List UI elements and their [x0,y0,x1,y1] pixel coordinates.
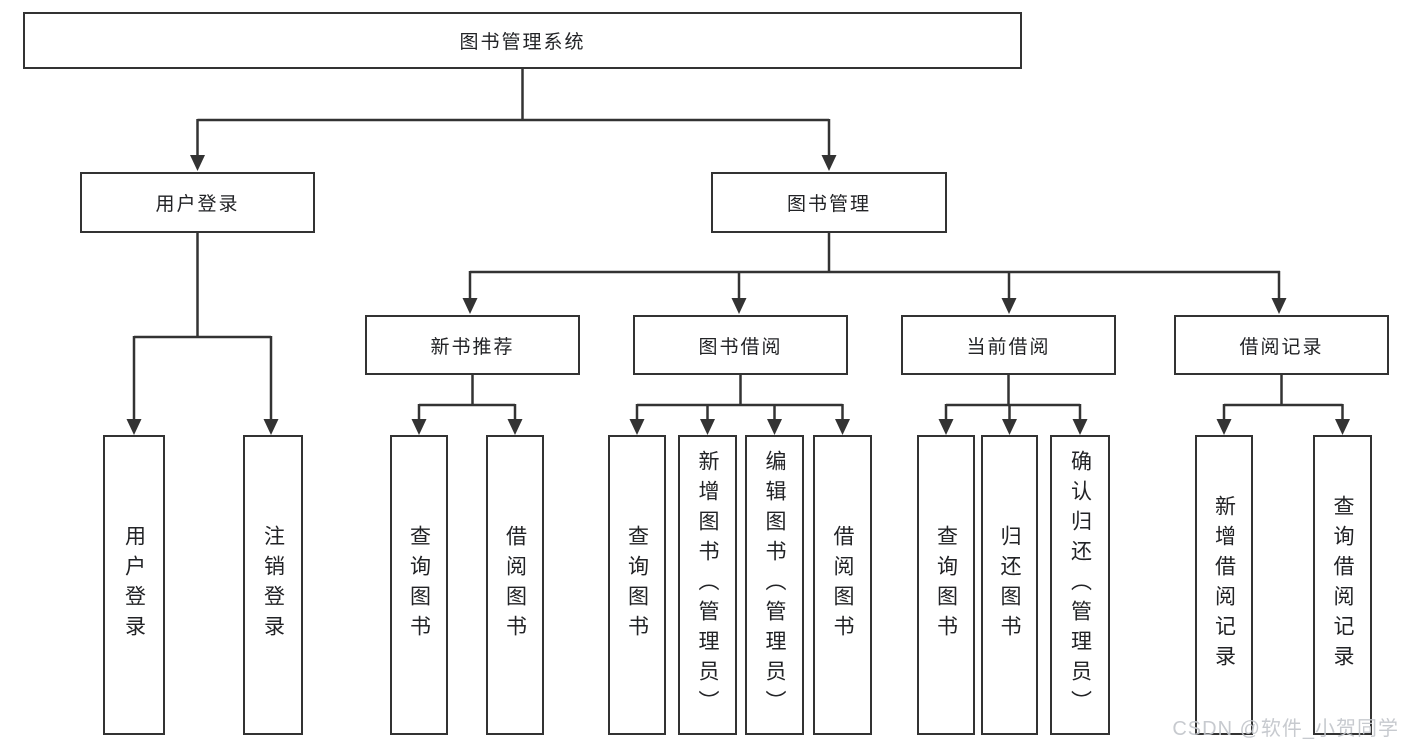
node-book-borrowing: 图书借阅 [633,315,848,375]
leaf-recommend-query-books: 查询图书 [390,435,448,735]
leaf-records-query-borrow-record: 查询借阅记录 [1313,435,1372,735]
csdn-watermark: CSDN @软件_小贺同学 [1172,718,1399,740]
leaf-user-login: 用户登录 [103,435,165,735]
node-root-library-system: 图书管理系统 [23,12,1022,69]
leaf-logout: 注销登录 [243,435,303,735]
leaf-current-confirm-return-admin: 确认归还（管理员） [1050,435,1110,735]
node-book-management: 图书管理 [711,172,947,233]
leaf-recommend-borrow-books: 借阅图书 [486,435,544,735]
leaf-borrowing-edit-books-admin: 编辑图书（管理员） [745,435,804,735]
node-borrowing-records: 借阅记录 [1174,315,1389,375]
node-new-book-recommend: 新书推荐 [365,315,580,375]
leaf-borrowing-query-books: 查询图书 [608,435,666,735]
node-current-borrowing: 当前借阅 [901,315,1116,375]
leaf-records-add-borrow-record: 新增借阅记录 [1195,435,1253,735]
leaf-current-return-books: 归还图书 [981,435,1038,735]
leaf-borrowing-borrow-books: 借阅图书 [813,435,872,735]
node-user-login: 用户登录 [80,172,315,233]
leaf-borrowing-add-books-admin: 新增图书（管理员） [678,435,737,735]
leaf-current-query-books: 查询图书 [917,435,975,735]
